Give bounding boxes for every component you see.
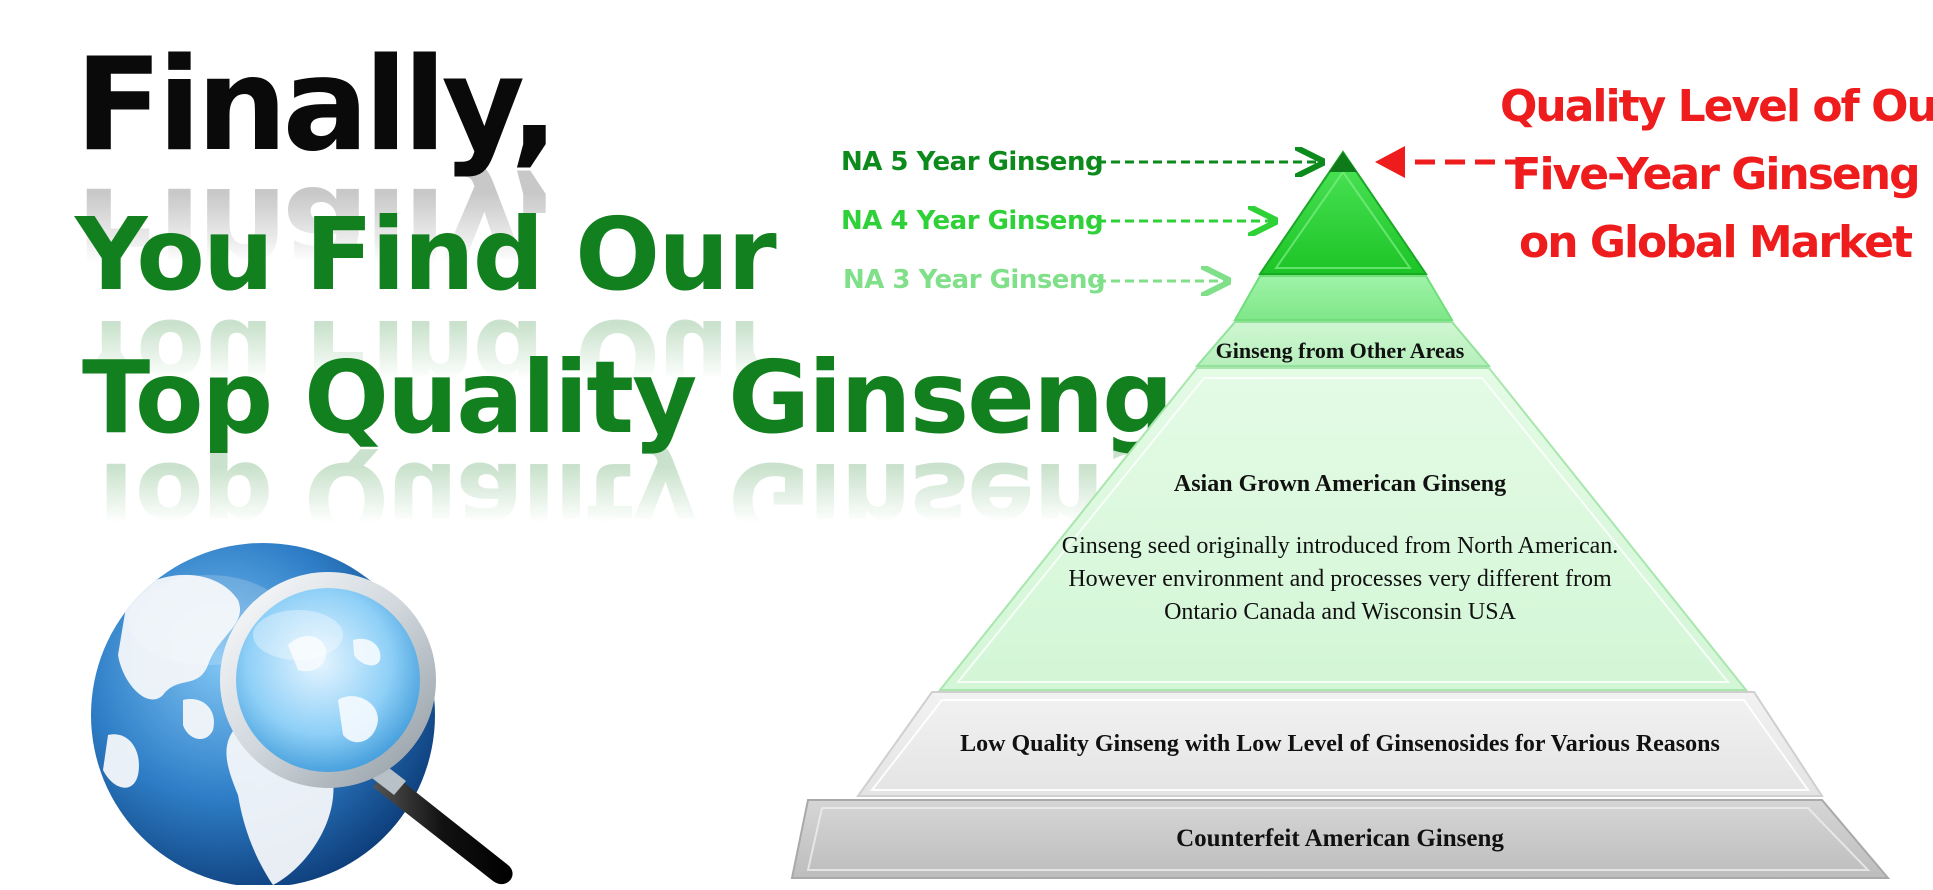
tier-label-low-quality: Low Quality Ginseng with Low Level of Gi… (960, 731, 1720, 757)
tier-na3 (1233, 275, 1454, 321)
headline-top-quality-ginseng: Top Quality Ginseng (82, 339, 1174, 456)
tier-asian-grown (937, 367, 1749, 691)
tier-low-quality (856, 691, 1824, 797)
market-level-label: Quality Level of Our Five-Year Ginseng o… (1500, 73, 1933, 277)
tier-desc-asian-grown: Ginseng seed originally introduced from … (1061, 533, 1619, 625)
tier-label-asian-grown: Asian Grown American Ginseng (1173, 471, 1507, 497)
label-na3-year: NA 3 Year Ginseng (843, 265, 1106, 295)
tier-other-areas (1194, 321, 1492, 367)
market-label-line2: Five-Year Ginseng (1511, 149, 1920, 200)
tier-label-other-areas: Ginseng from Other Areas (1215, 338, 1465, 363)
globe-icon (91, 543, 513, 887)
headline-finally: Finally, (75, 31, 559, 180)
market-label-line1: Quality Level of Our (1500, 81, 1933, 132)
market-label-line3: on Global Market (1518, 217, 1913, 268)
arrow-market-level (1375, 146, 1535, 178)
label-na5-year: NA 5 Year Ginseng (841, 147, 1104, 177)
headline-you-find-our: You Find Our (75, 196, 777, 313)
magnifying-glass-icon (220, 572, 513, 885)
tier-counterfeit (790, 799, 1891, 879)
globe-magnifier-illustration (88, 525, 548, 887)
tier-na4-na5 (1258, 150, 1428, 275)
label-na4-year: NA 4 Year Ginseng (841, 206, 1104, 236)
tier-label-counterfeit: Counterfeit American Ginseng (1176, 825, 1504, 852)
